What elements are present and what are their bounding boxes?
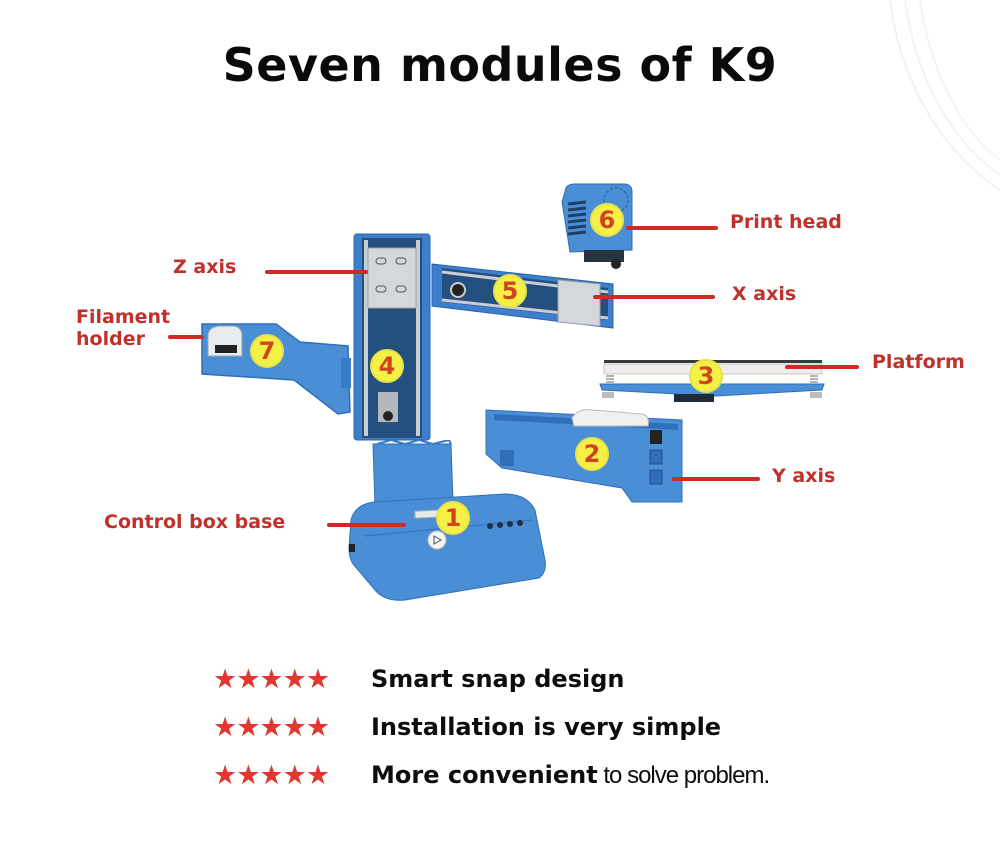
feature-text-bold: More convenient [371, 760, 598, 789]
feature-item: ★★★★★ Installation is very simple [213, 703, 769, 751]
corner-decoration [889, 0, 1000, 191]
page-title: Seven modules of K9 [222, 38, 778, 92]
platform-leader-line [785, 365, 859, 369]
z-axis-leader-line [265, 270, 368, 274]
filament-holder-part [201, 323, 351, 415]
x-axis-leader-line [593, 295, 715, 299]
x-axis-label: X axis [732, 283, 797, 305]
feature-text: Installation is very simple [371, 713, 722, 741]
five-star-rating-icon: ★★★★★ [213, 759, 330, 790]
print-head-leader-line [626, 226, 718, 230]
print-head-label: Print head [730, 211, 842, 233]
module-badge-3: 3 [689, 359, 723, 393]
feature-text: Smart snap design [371, 665, 625, 693]
feature-text: More convenient to solve problem. [371, 760, 770, 790]
filament-holder-label-line1: Filament [76, 306, 171, 328]
five-star-rating-icon: ★★★★★ [213, 663, 330, 694]
z-axis-label: Z axis [173, 256, 237, 278]
z-axis-part [353, 233, 431, 441]
feature-list: ★★★★★ Smart snap design ★★★★★ Installati… [213, 655, 770, 799]
control-box-base-leader-line [327, 523, 406, 527]
filament-holder-label: Filament holder [76, 306, 171, 351]
y-axis-leader-line [672, 477, 760, 481]
module-badge-6: 6 [590, 203, 624, 237]
module-badge-5: 5 [493, 274, 527, 308]
module-badge-2: 2 [575, 437, 609, 471]
feature-text-thin: to solve problem. [597, 761, 770, 789]
platform-label: Platform [872, 351, 965, 373]
feature-item: ★★★★★ More convenient to solve problem. [213, 751, 770, 799]
five-star-rating-icon: ★★★★★ [213, 711, 330, 742]
module-badge-4: 4 [370, 349, 404, 383]
control-box-base-part [348, 440, 546, 601]
filament-holder-label-line2: holder [76, 327, 145, 350]
filament-holder-leader-line [168, 335, 204, 339]
module-badge-7: 7 [250, 334, 284, 368]
control-box-base-label: Control box base [104, 511, 286, 533]
y-axis-label: Y axis [772, 465, 836, 487]
feature-item: ★★★★★ Smart snap design [213, 655, 769, 703]
module-badge-1: 1 [436, 501, 470, 535]
